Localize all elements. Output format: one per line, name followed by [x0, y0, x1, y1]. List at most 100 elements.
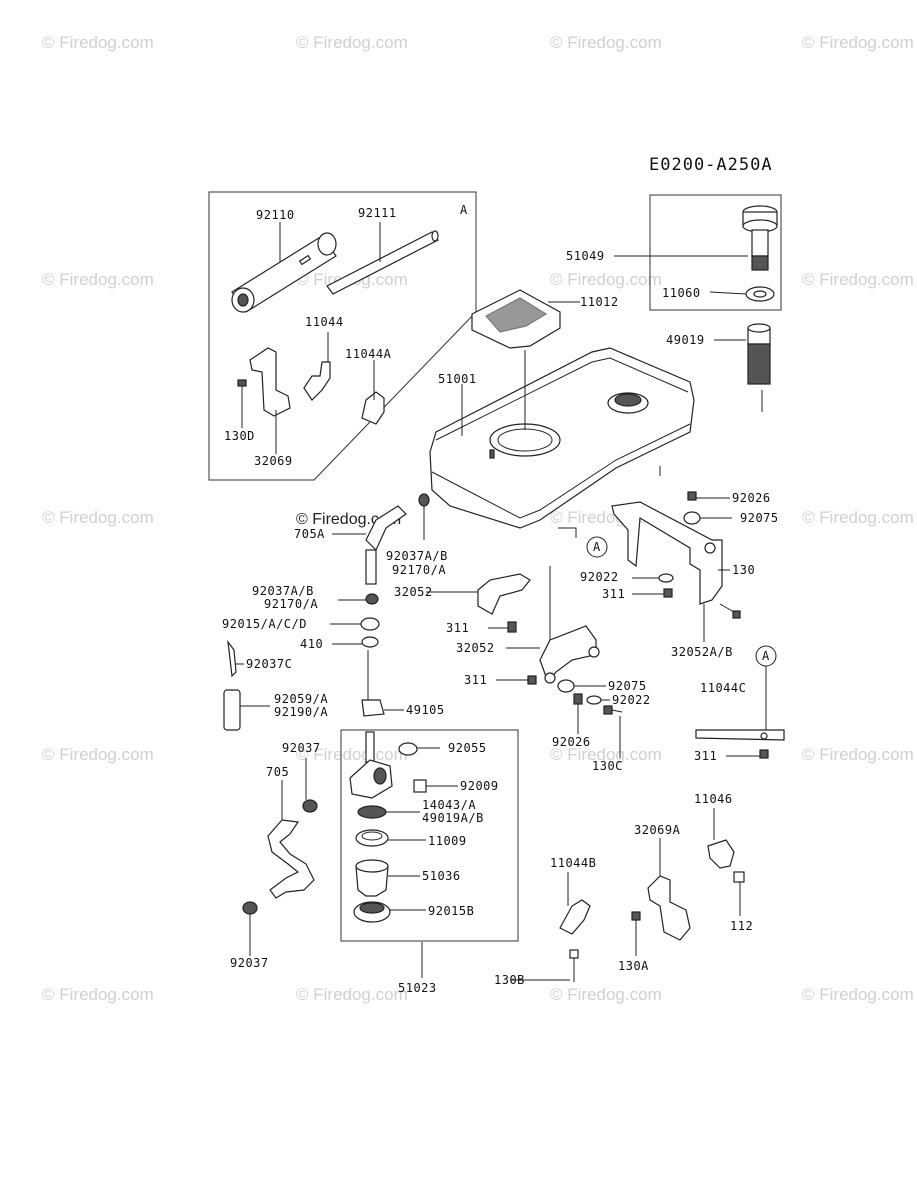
clip-92037c	[227, 639, 237, 678]
gasket-410	[361, 636, 379, 648]
part-labels: 92110 92111 11044 11044A 130D 32069 5104…	[222, 206, 779, 995]
label-plate	[471, 289, 561, 349]
label-32069: 32069	[254, 454, 293, 468]
fuel-hose-705	[267, 819, 315, 899]
tommy-bar	[326, 230, 439, 295]
label-11044c: 11044C	[700, 681, 746, 695]
watermark: © Firedog.com	[802, 270, 914, 289]
label-49105: 49105	[406, 703, 445, 717]
tool-kit-frame	[208, 191, 477, 481]
label-311d: 311	[694, 749, 717, 763]
washer-92075b	[557, 679, 575, 693]
bolt-130a	[631, 911, 641, 921]
watermark: © Firedog.com	[42, 745, 154, 764]
callout-circle-a-2: A	[755, 645, 777, 667]
label-92190a: 92190/A	[274, 705, 328, 719]
watermark: © Firedog.com	[802, 985, 914, 1004]
label-311b: 311	[602, 587, 625, 601]
svg-text:A: A	[762, 649, 770, 663]
watermark: © Firedog.com	[42, 508, 154, 527]
label-11060: 11060	[662, 286, 701, 300]
label-92037ab-2: 92037A/B	[252, 584, 314, 598]
clamp-92037-lower	[242, 901, 258, 915]
label-130: 130	[732, 563, 755, 577]
fuel-cap-frame	[649, 194, 782, 311]
washer-92075a	[683, 511, 701, 525]
label-49019ab: 49019A/B	[422, 811, 484, 825]
label-705: 705	[266, 765, 289, 779]
watermark: © Firedog.com	[296, 985, 408, 1004]
fuel-valve-joint-49105	[361, 650, 385, 717]
watermark: © Firedog.com	[550, 270, 662, 289]
label-92037c: 92037C	[246, 657, 292, 671]
bracket-11044a	[361, 391, 385, 425]
bolt-130d	[237, 379, 247, 412]
nut-311a	[507, 621, 517, 633]
label-92037a: 92037	[282, 741, 321, 755]
clamp-92037ab-lower	[365, 593, 379, 605]
label-92009: 92009	[460, 779, 499, 793]
sediment-cup-51036	[355, 859, 389, 897]
svg-text:A: A	[593, 540, 601, 554]
label-92075b: 92075	[608, 679, 647, 693]
label-51036: 51036	[422, 869, 461, 883]
label-11044b: 11044B	[550, 856, 596, 870]
diagram-code: E0200-A250A	[649, 155, 773, 175]
nut-311c	[527, 675, 537, 685]
gasket-11009	[355, 829, 389, 847]
washer-92026a	[687, 491, 697, 501]
fuel-tank	[429, 347, 695, 529]
watermark: © Firedog.com	[802, 33, 914, 52]
clamp-92037-upper	[302, 799, 318, 813]
label-92111: 92111	[358, 206, 397, 220]
label-130c: 130C	[592, 759, 623, 773]
box-spanner	[231, 232, 337, 313]
tank-bracket-32052-lower	[539, 625, 600, 684]
box-a-label: A	[460, 203, 468, 217]
tank-bracket-32052ab	[611, 501, 723, 605]
nut-311d	[759, 749, 769, 759]
label-11009: 11009	[428, 834, 467, 848]
clamp-92037ab-upper	[418, 493, 430, 507]
washer-92026b	[573, 693, 583, 705]
washer-92022a	[658, 573, 674, 583]
bracket-11044	[303, 361, 331, 401]
fuel-cock	[349, 731, 393, 799]
fuel-cap	[742, 205, 778, 271]
label-130d: 130D	[224, 429, 255, 443]
leader-lines	[236, 222, 767, 981]
label-112: 112	[730, 919, 753, 933]
washer-92015acd	[360, 617, 380, 631]
o-ring-92055	[398, 742, 418, 756]
label-92037ab-1: 92037A/B	[386, 549, 448, 563]
label-92026a: 92026	[732, 491, 771, 505]
washer-92022b	[586, 695, 602, 705]
label-32052b: 32052	[456, 641, 495, 655]
label-51023: 51023	[398, 981, 437, 995]
label-11044: 11044	[305, 315, 344, 329]
label-92015acd: 92015/A/C/D	[222, 617, 307, 631]
label-11044a: 11044A	[345, 347, 392, 361]
label-32069a: 32069A	[634, 823, 681, 837]
bolt-112	[733, 871, 745, 883]
watermark: © Firedog.com	[550, 33, 662, 52]
bolt-130	[719, 603, 741, 619]
label-92037b: 92037	[230, 956, 269, 970]
bracket-32069	[249, 347, 291, 417]
label-410: 410	[300, 637, 323, 651]
label-51001: 51001	[438, 372, 477, 386]
watermark: © Firedog.com	[296, 745, 408, 764]
hose-705a	[365, 505, 407, 585]
label-92059a: 92059/A	[274, 692, 328, 706]
label-311a: 311	[446, 621, 469, 635]
label-92075a: 92075	[740, 511, 779, 525]
watermark: © Firedog.com	[42, 270, 154, 289]
label-14043a: 14043/A	[422, 798, 476, 812]
filter-screen-14043a	[357, 805, 387, 819]
callout-circle-a-1: A	[586, 536, 608, 558]
fuel-cock-frame	[340, 729, 519, 942]
ring-nut-92015b	[353, 901, 391, 923]
label-92055: 92055	[448, 741, 487, 755]
screw-92009	[413, 779, 436, 793]
